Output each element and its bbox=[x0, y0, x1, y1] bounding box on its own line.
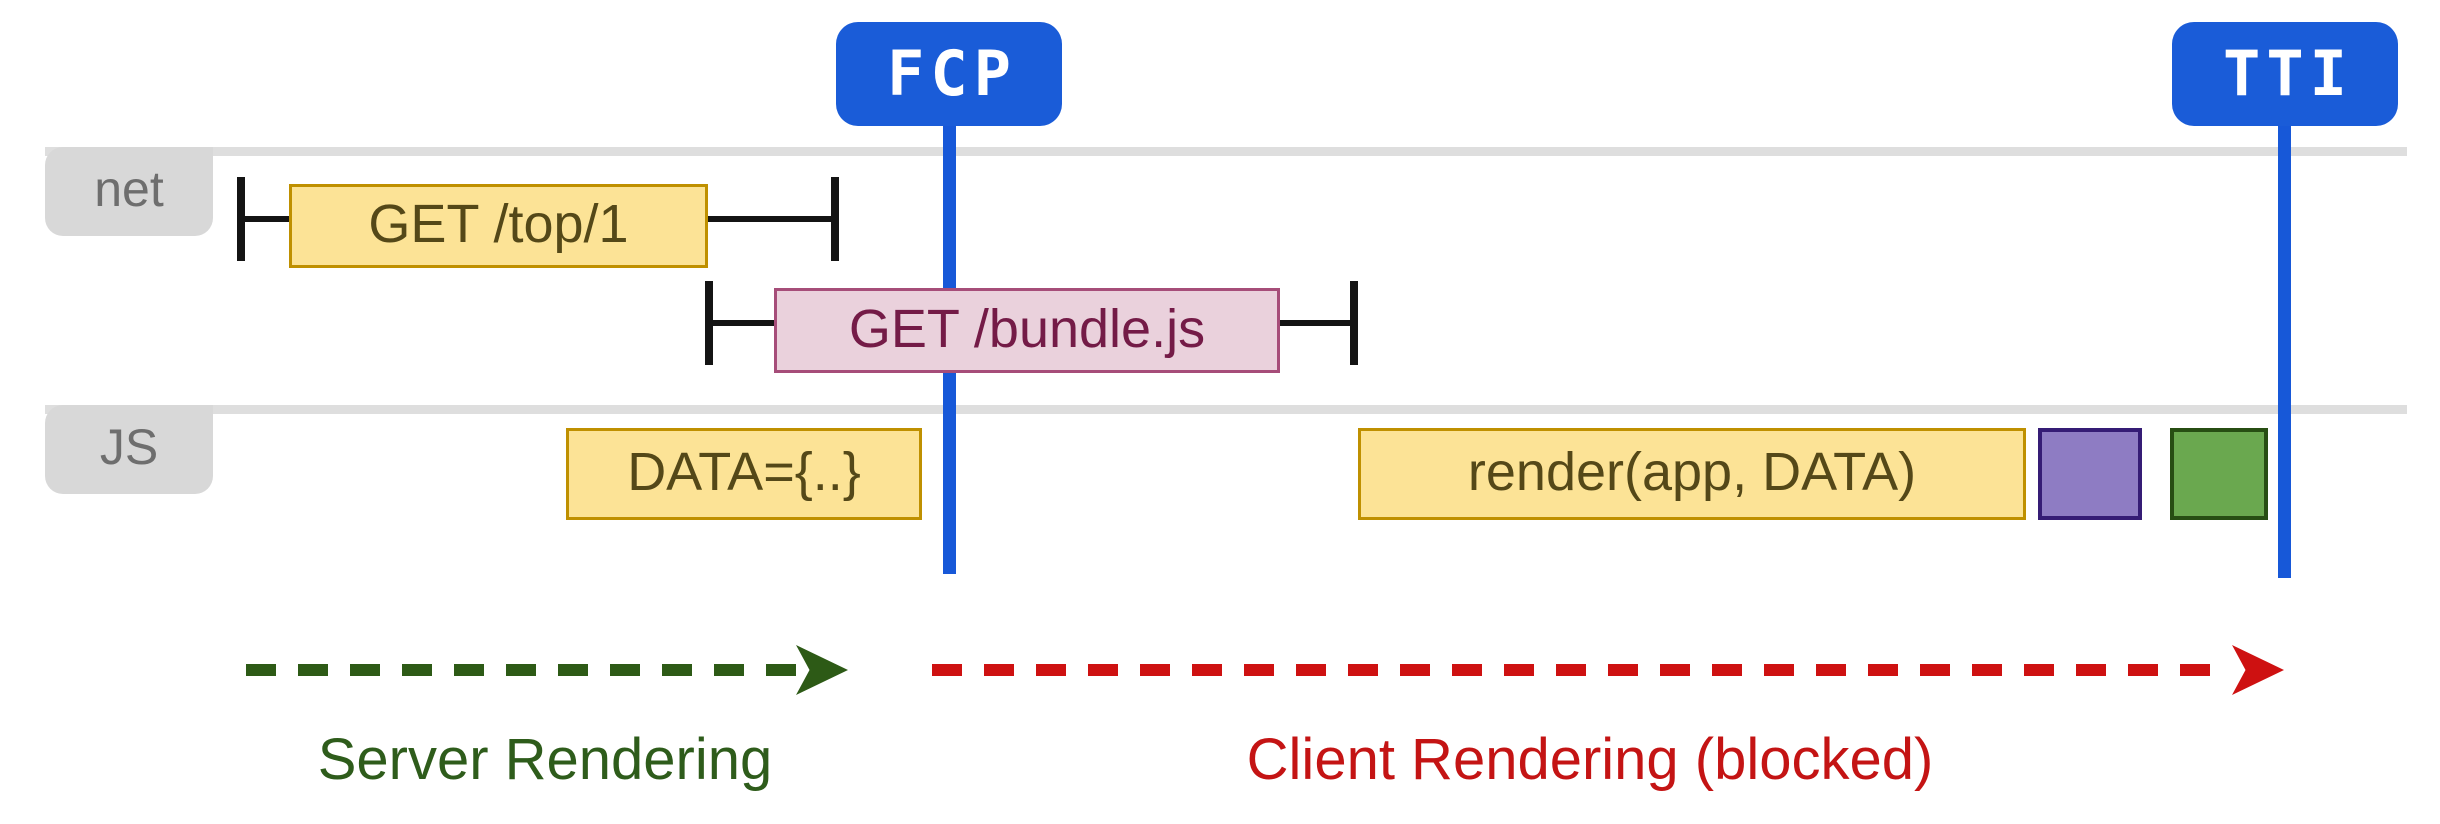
net-lane-label: net bbox=[94, 160, 164, 217]
js-task-purple-box bbox=[2038, 428, 2142, 520]
js-lane-tab: JS bbox=[45, 405, 213, 494]
server-rendering-label: Server Rendering bbox=[317, 727, 773, 792]
task-get-bundle-label: GET /bundle.js bbox=[848, 298, 1206, 359]
get-top-start-connector bbox=[241, 216, 289, 222]
task-get-bundle: GET /bundle.js bbox=[774, 288, 1280, 373]
task-get-top: GET /top/1 bbox=[289, 184, 708, 268]
js-lane-label: JS bbox=[99, 418, 159, 475]
get-bundle-end-tick bbox=[1350, 281, 1358, 365]
tti-badge-label: TTI bbox=[2223, 37, 2353, 110]
tti-badge: TTI bbox=[2172, 22, 2398, 126]
client-rendering-label: Client Rendering (blocked) bbox=[1246, 727, 1934, 792]
client-rendering-arrow bbox=[932, 664, 2228, 676]
fcp-badge: FCP bbox=[836, 22, 1062, 126]
get-top-end-connector bbox=[708, 216, 837, 222]
client-rendering-arrowhead-icon bbox=[2232, 645, 2284, 695]
get-bundle-start-connector bbox=[709, 320, 774, 326]
task-get-top-label: GET /top/1 bbox=[368, 194, 629, 254]
task-render-call: render(app, DATA) bbox=[1358, 428, 2026, 520]
server-rendering-arrow bbox=[246, 664, 798, 676]
task-data-assign-label: DATA={..} bbox=[627, 442, 861, 502]
js-lane-line bbox=[45, 405, 2407, 414]
task-render-call-label: render(app, DATA) bbox=[1467, 442, 1917, 502]
server-rendering-arrowhead-icon bbox=[796, 645, 848, 695]
net-lane-tab: net bbox=[45, 147, 213, 236]
task-data-assign: DATA={..} bbox=[566, 428, 922, 520]
get-bundle-end-connector bbox=[1280, 320, 1356, 326]
tti-marker-line bbox=[2278, 100, 2291, 578]
get-top-end-tick bbox=[831, 177, 839, 261]
js-task-green-box bbox=[2170, 428, 2268, 520]
net-lane-line bbox=[45, 147, 2407, 156]
fcp-badge-label: FCP bbox=[887, 37, 1017, 110]
